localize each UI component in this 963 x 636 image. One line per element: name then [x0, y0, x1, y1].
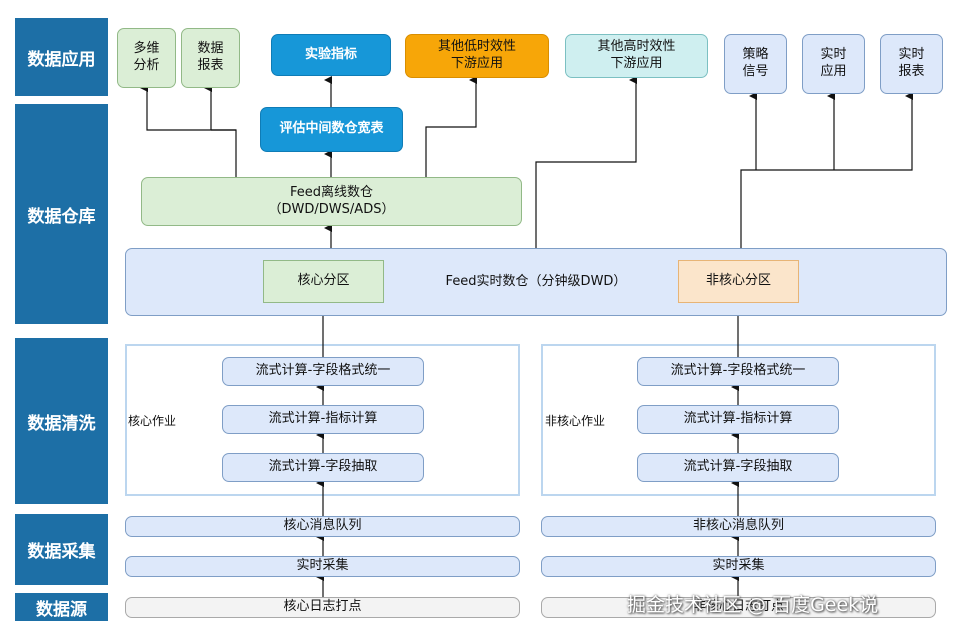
low-timeliness-apps-node: 其他低时效性 下游应用 — [405, 34, 549, 78]
watermark: 掘金技术社区 @ 百度Geek说 — [627, 594, 879, 616]
strategy-signal-node: 策略 信号 — [724, 34, 787, 94]
noncore-log-source: 非核心日志打点 — [541, 597, 936, 618]
noncore-realtime-collect: 实时采集 — [541, 556, 936, 577]
layer-label-app: 数据应用 — [15, 18, 108, 96]
noncore-step-field-extract: 流式计算-字段抽取 — [637, 453, 839, 482]
experiment-metrics-node: 实验指标 — [271, 34, 391, 76]
offline-to-analysis-connector — [140, 84, 237, 177]
high-timeliness-apps-node: 其他高时效性 下游应用 — [565, 34, 708, 78]
core-step-field-extract: 流式计算-字段抽取 — [222, 453, 424, 482]
noncore-job-label: 非核心作业 — [545, 414, 606, 428]
layer-label-cleaning: 数据清洗 — [15, 338, 108, 504]
core-step-metric-compute: 流式计算-指标计算 — [222, 405, 424, 434]
noncore-step-metric-compute: 流式计算-指标计算 — [637, 405, 839, 434]
realtime-to-high-timeliness-connector — [535, 76, 637, 248]
core-step-format-unify: 流式计算-字段格式统一 — [222, 357, 424, 386]
offline-warehouse-node: Feed离线数仓 （DWD/DWS/ADS） — [141, 177, 522, 226]
multi-dim-analysis-node: 多维 分析 — [117, 28, 176, 88]
core-message-queue: 核心消息队列 — [125, 516, 520, 537]
core-realtime-collect: 实时采集 — [125, 556, 520, 577]
eval-wide-table-node: 评估中间数仓宽表 — [260, 107, 403, 152]
realtime-report-node: 实时 报表 — [880, 34, 943, 94]
layer-label-collection: 数据采集 — [15, 514, 108, 585]
layer-label-warehouse: 数据仓库 — [15, 104, 108, 324]
realtime-to-report-connector — [740, 92, 913, 248]
core-partition-node: 核心分区 — [263, 260, 384, 303]
noncore-message-queue: 非核心消息队列 — [541, 516, 936, 537]
noncore-partition-node: 非核心分区 — [678, 260, 799, 303]
core-log-source: 核心日志打点 — [125, 597, 520, 618]
realtime-warehouse-node: Feed实时数仓（分钟级DWD） — [125, 248, 947, 316]
noncore-step-format-unify: 流式计算-字段格式统一 — [637, 357, 839, 386]
core-job-label: 核心作业 — [128, 414, 177, 428]
layer-label-source: 数据源 — [15, 593, 108, 621]
offline-to-low-timeliness-connector — [425, 76, 477, 177]
data-report-node: 数据 报表 — [181, 28, 240, 88]
realtime-app-node: 实时 应用 — [802, 34, 865, 94]
